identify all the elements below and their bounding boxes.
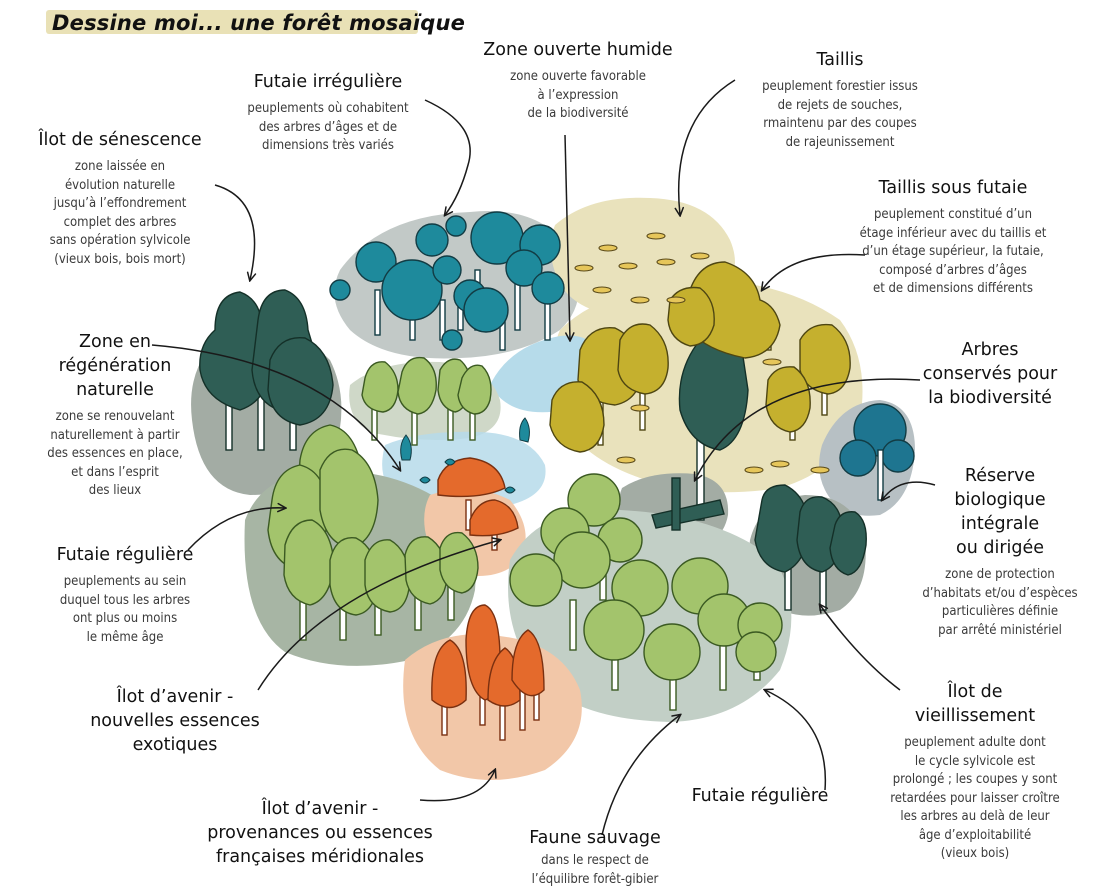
label-desc: peuplement adulte dont le cycle sylvicol… xyxy=(890,735,1060,861)
label-zone-ouverte-humide: Zone ouverte humide zone ouverte favorab… xyxy=(478,38,678,124)
label-desc: peuplement forestier issus de rejets de … xyxy=(762,79,918,150)
olive-trees xyxy=(549,261,851,453)
label-title: Réserve biologique intégrale ou dirigée xyxy=(954,466,1046,558)
regeneration-sprouts xyxy=(400,417,530,494)
label-title: Zone ouverte humide xyxy=(483,40,673,60)
label-futaie-reguliere-left: Futaie régulière peuplements au sein duq… xyxy=(40,543,210,647)
title-highlight xyxy=(46,10,418,34)
teal-trees xyxy=(329,211,915,501)
label-desc: zone laissée en évolution naturelle jusq… xyxy=(49,159,191,267)
label-desc: zone se renouvelant naturellement à part… xyxy=(47,409,183,498)
fallen-log xyxy=(651,477,725,531)
label-title: Arbres conservés pour la biodiversité xyxy=(922,340,1058,408)
label-title: Futaie irrégulière xyxy=(253,72,403,92)
leader-lines xyxy=(151,79,936,836)
light-green-trees xyxy=(267,356,783,711)
label-taillis-sous-futaie: Taillis sous futaie peuplement constitué… xyxy=(838,176,1068,299)
label-arbres-conserves: Arbres conservés pour la biodiversité xyxy=(905,338,1075,410)
label-title: Zone en régénération naturelle xyxy=(58,332,172,400)
label-desc: dans le respect de l’équilibre forêt-gib… xyxy=(531,853,659,887)
label-desc: peuplements au sein duquel tous les arbr… xyxy=(59,574,191,645)
label-ilot-senescence: Îlot de sénescence zone laissée en évolu… xyxy=(20,128,220,269)
label-faune-sauvage: Faune sauvage dans le respect de l’équil… xyxy=(495,826,695,889)
label-title: Futaie régulière xyxy=(691,786,829,806)
label-title: Îlot de sénescence xyxy=(38,130,202,150)
page-title: Dessine moi... une forêt mosaïque xyxy=(52,11,466,35)
label-title: Taillis xyxy=(816,50,864,70)
label-title: Îlot d’avenir - provenances ou essences … xyxy=(207,799,433,867)
label-desc: peuplement constitué d’un étage inférieu… xyxy=(859,207,1047,296)
label-futaie-irreguliere: Futaie irrégulière peuplements où cohabi… xyxy=(228,70,428,156)
label-desc: peuplements où cohabitent des arbres d’â… xyxy=(247,101,409,153)
label-ilot-vieillissement: Îlot de vieillissement peuplement adulte… xyxy=(870,680,1080,864)
label-desc: zone de protection d’habitats et/ou d’es… xyxy=(922,567,1078,638)
label-desc: zone ouverte favorable à l’expression de… xyxy=(510,69,646,121)
orange-trees xyxy=(431,457,545,741)
label-futaie-reguliere-bottom: Futaie régulière xyxy=(680,784,840,808)
label-reserve-biologique: Réserve biologique intégrale ou dirigée … xyxy=(905,464,1095,640)
label-title: Taillis sous futaie xyxy=(878,178,1028,198)
label-taillis: Taillis peuplement forestier issus de re… xyxy=(735,48,945,152)
label-title: Faune sauvage xyxy=(529,828,661,848)
label-ilot-avenir-exotiques: Îlot d’avenir - nouvelles essences exoti… xyxy=(80,685,270,757)
label-title: Îlot de vieillissement xyxy=(914,682,1036,726)
label-zone-regeneration: Zone en régénération naturelle zone se r… xyxy=(30,330,200,501)
taillis-clumps xyxy=(574,232,830,474)
dark-green-trees xyxy=(199,289,867,611)
label-title: Futaie régulière xyxy=(56,545,194,565)
label-ilot-avenir-francaises: Îlot d’avenir - provenances ou essences … xyxy=(195,797,445,869)
label-title: Îlot d’avenir - nouvelles essences exoti… xyxy=(90,687,260,755)
